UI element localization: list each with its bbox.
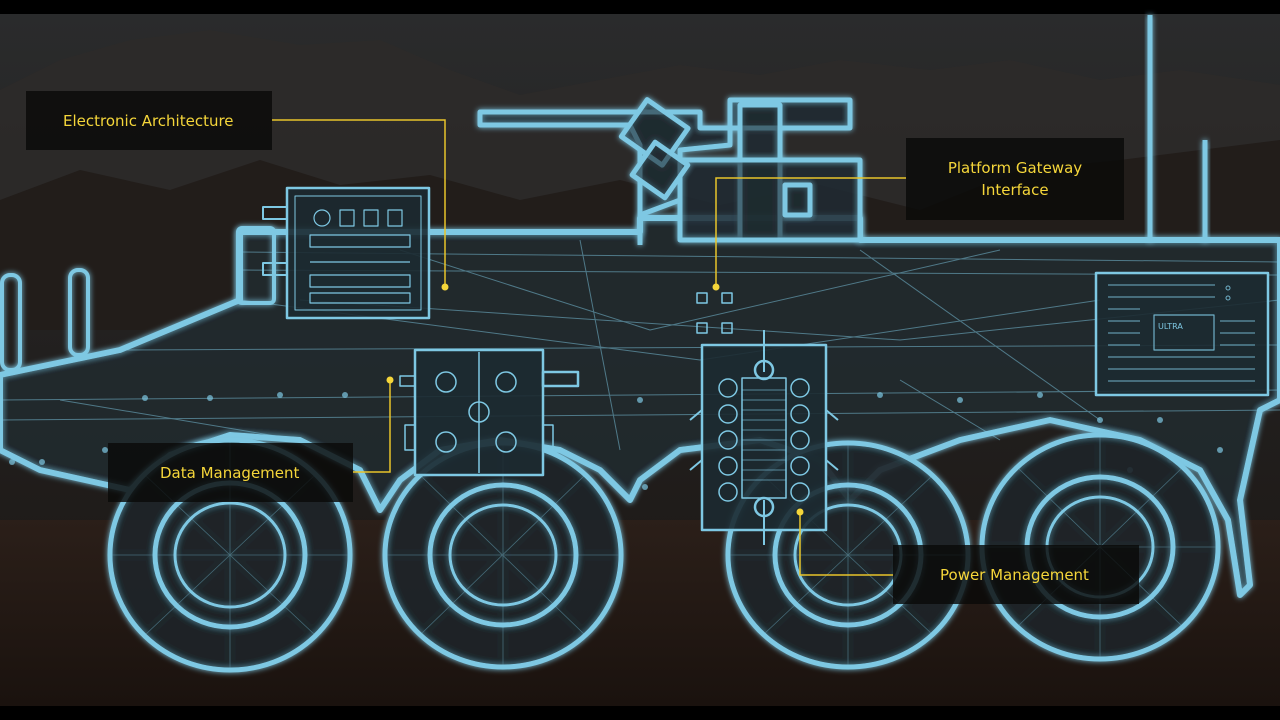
- antennas: [1147, 15, 1208, 242]
- leader-platform-gateway: [715, 177, 906, 287]
- leader-electronic-architecture: [272, 119, 446, 287]
- callout-electronic-architecture: Electronic Architecture: [26, 91, 272, 150]
- turret: [477, 97, 863, 245]
- leader-data-management: [353, 380, 391, 473]
- front-guards: [0, 226, 276, 372]
- leader-power-management: [799, 512, 893, 576]
- callout-label: Platform Gateway Interface: [947, 159, 1083, 199]
- power-management-module: [689, 330, 839, 545]
- module-badge-brand: ULTRA: [1158, 322, 1183, 331]
- hull-panel-lines: [0, 239, 1280, 451]
- callout-platform-gateway-interface: Platform Gateway Interface: [906, 138, 1124, 220]
- leader-dots: [386, 283, 804, 516]
- gateway-connectors: [696, 292, 733, 334]
- callout-label: Data Management: [160, 463, 300, 482]
- electronic-architecture-module: [262, 186, 431, 320]
- callout-data-management: Data Management: [108, 443, 353, 502]
- hull-rivets: [9, 392, 1223, 490]
- leader-lines: [272, 119, 906, 576]
- callout-label: Electronic Architecture: [63, 111, 234, 130]
- data-management-module: [399, 348, 580, 477]
- rear-control-module: [1094, 271, 1270, 397]
- callout-label: Power Management: [940, 565, 1089, 584]
- callout-power-management: Power Management: [893, 545, 1139, 604]
